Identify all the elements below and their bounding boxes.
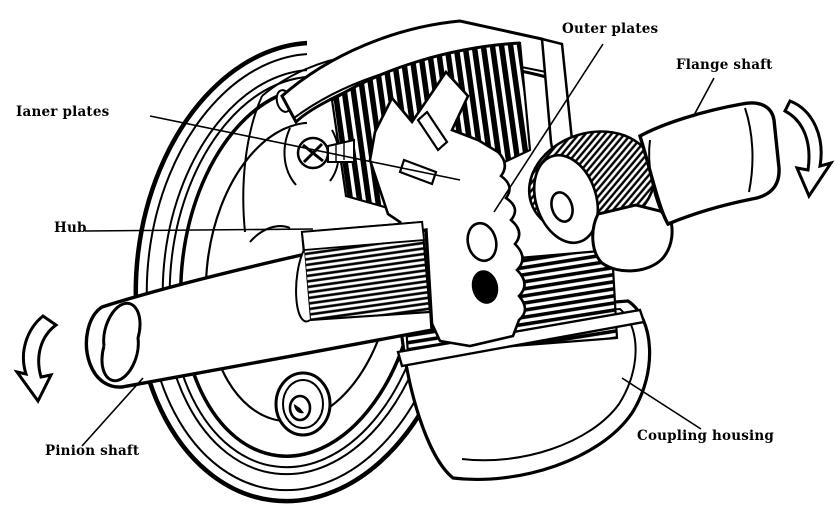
rotation-arrow-left [13,314,59,404]
inner-plate-star [368,69,527,348]
label-inner-plates: Ianer plates [16,104,110,120]
label-hub: Hub [54,220,87,236]
hub-splines [295,220,432,323]
label-flange-shaft: Flange shaft [676,57,773,73]
leader-hub [84,228,314,232]
label-pinion-shaft: Pinion shaft [45,443,140,459]
leader-pinion-shaft [81,377,144,447]
leader-coupling-housing [621,377,702,430]
housing-bolt [274,371,332,437]
leader-lines [81,43,715,447]
rotation-arrow-right [783,99,835,200]
label-coupling-housing: Coupling housing [637,428,775,444]
leader-outer-plates [493,43,604,213]
leader-inner-plates [149,115,461,181]
bearing-boss [591,203,674,273]
leader-flange-shaft [692,77,715,118]
hub-screw [283,127,355,186]
label-outer-plates: Outer plates [562,21,659,37]
flange-shaft [637,101,781,227]
